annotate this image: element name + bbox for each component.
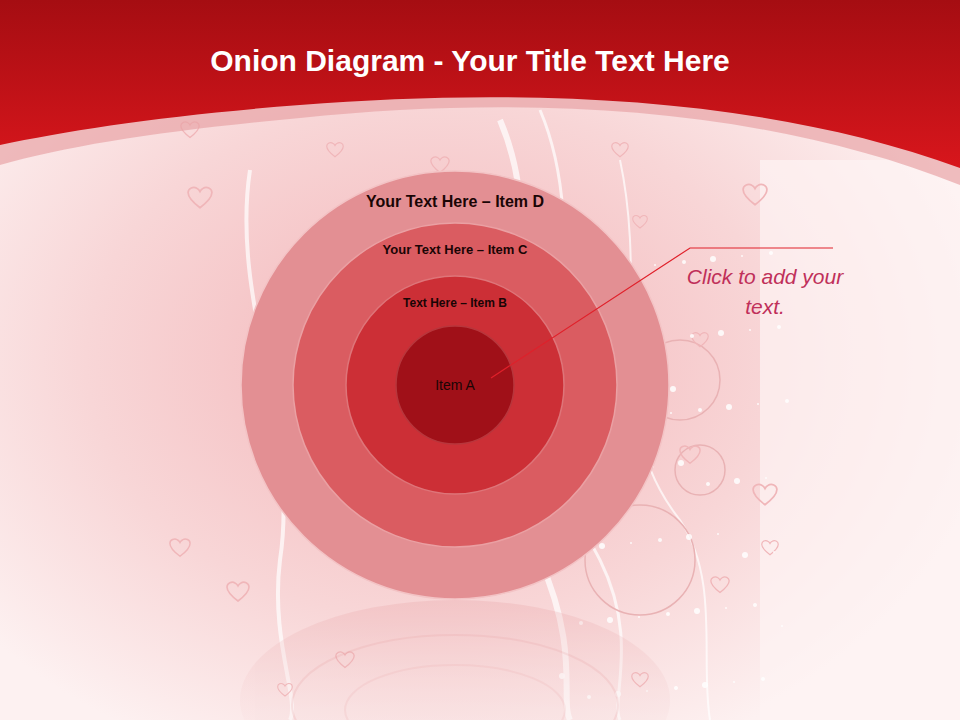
ring-label: Your Text Here – Item C: [292, 242, 618, 258]
reflection: [240, 600, 670, 720]
onion-ring: Item A: [395, 325, 515, 445]
ring-label: Item A: [395, 377, 515, 394]
ring-label: Text Here – Item B: [345, 296, 565, 310]
header-wave: [0, 0, 960, 185]
header-band: [0, 0, 960, 168]
slide-title: Onion Diagram - Your Title Text Here: [0, 44, 940, 78]
onion-ring: Your Text Here – Item D Your Text Here – …: [240, 170, 670, 600]
ring-label: Your Text Here – Item D: [240, 192, 670, 211]
onion-ring: Text Here – Item B Item A: [345, 275, 565, 495]
leader-line: [491, 248, 833, 378]
callout-text: Click to add your text.: [680, 262, 850, 322]
right-light: [760, 160, 960, 720]
onion-ring: Your Text Here – Item C Text Here – Item …: [292, 222, 618, 548]
